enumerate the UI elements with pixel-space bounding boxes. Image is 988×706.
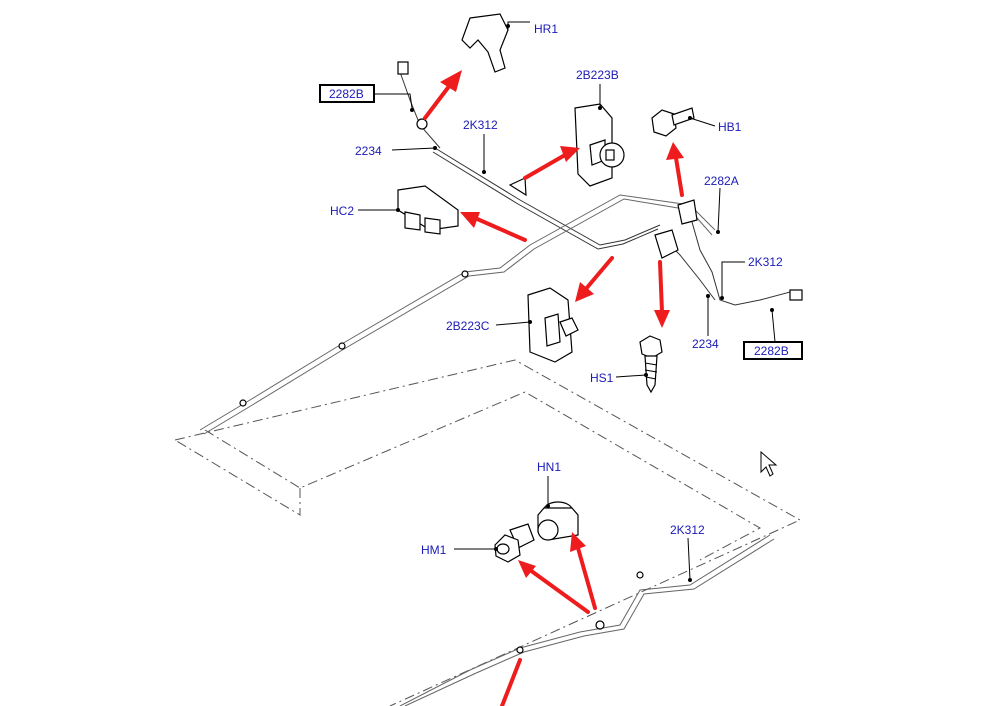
label-2b223c: 2B223C xyxy=(446,319,490,333)
label-2k312-right: 2K312 xyxy=(748,255,783,269)
hr1-clip-part xyxy=(461,13,509,73)
label-hb1: HB1 xyxy=(718,120,742,134)
callout-arrows xyxy=(423,70,684,706)
label-hc2: HC2 xyxy=(330,204,354,218)
label-hn1: HN1 xyxy=(537,460,561,474)
label-2k312-top: 2K312 xyxy=(463,118,498,132)
label-hm1: HM1 xyxy=(421,543,447,557)
hn1-nut-part xyxy=(537,501,579,541)
label-2k312-bottom: 2K312 xyxy=(670,523,705,537)
leader-lines xyxy=(358,21,776,582)
label-2282b-top: 2282B xyxy=(329,87,364,101)
label-2234-right: 2234 xyxy=(692,337,719,351)
label-hr1: HR1 xyxy=(534,22,558,36)
label-box-2282b-right xyxy=(743,341,803,360)
label-2282a: 2282A xyxy=(704,174,739,188)
label-2b223b: 2B223B xyxy=(576,68,619,82)
floor-outline xyxy=(174,359,802,706)
label-box-2282b-top xyxy=(319,84,375,103)
part-labels: HR1 2282B 2234 2K312 2B223B HB1 2282A HC… xyxy=(319,22,803,557)
hb1-bolt-part xyxy=(651,107,695,137)
hc2-clip-part xyxy=(397,185,459,235)
hs1-screw-part xyxy=(639,335,663,394)
hm1-fitting-part xyxy=(494,523,535,563)
pipe-assembly xyxy=(199,61,803,706)
2b223c-clip-part xyxy=(527,287,579,363)
label-2282b-right: 2282B xyxy=(754,344,789,358)
label-hs1: HS1 xyxy=(590,371,614,385)
2b223b-clip-part xyxy=(574,103,625,187)
label-2234-top: 2234 xyxy=(355,144,382,158)
mouse-pointer-icon xyxy=(760,450,778,477)
